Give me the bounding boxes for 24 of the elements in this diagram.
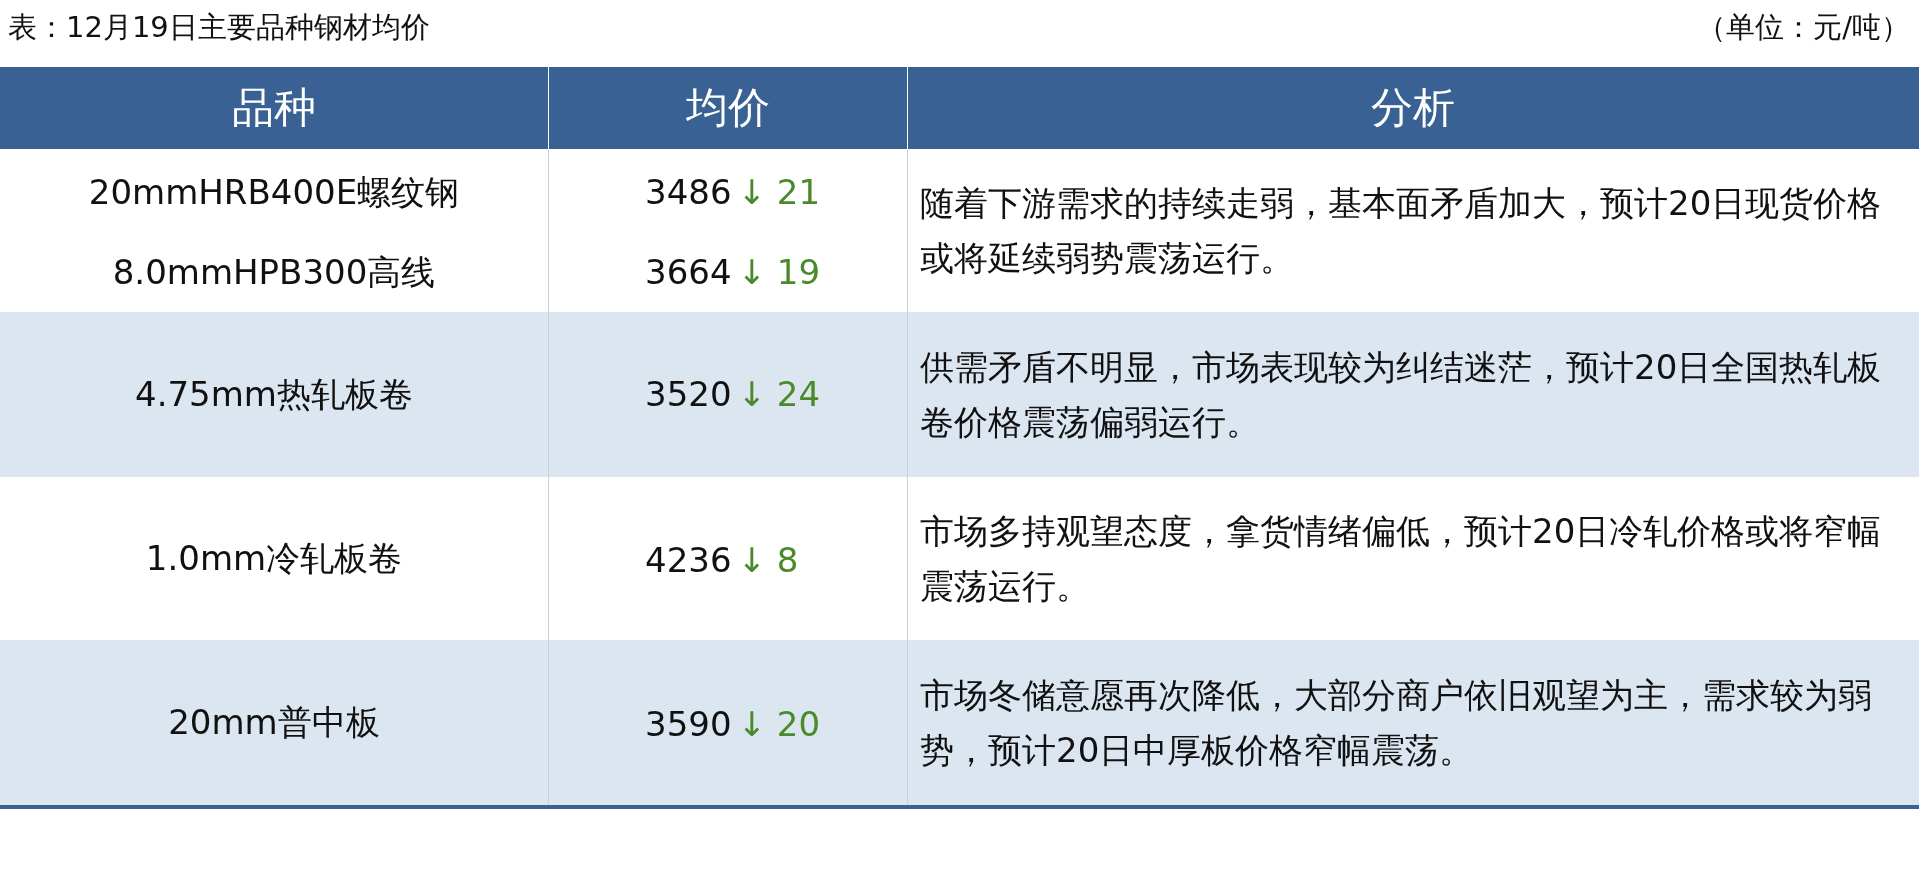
price-value: 3590 [645, 704, 732, 744]
price-change: ↓ 19 [737, 252, 821, 292]
product-name: 1.0mm冷轧板卷 [145, 536, 403, 580]
product-name: 8.0mmHPB300高线 [112, 250, 436, 294]
product-name: 20mmHRB400E螺纹钢 [88, 170, 460, 214]
analysis-text: 随着下游需求的持续走弱，基本面矛盾加大，预计20日现货价格或将延续弱势震荡运行。 [920, 182, 1883, 280]
product-name: 4.75mm热轧板卷 [135, 372, 413, 416]
price-value: 4236 [645, 540, 732, 580]
price-change: ↓ 21 [737, 172, 821, 212]
price-value: 3486 [645, 172, 732, 212]
price-change: ↓ 8 [737, 540, 799, 580]
unit-note: （单位：元/吨） [1697, 9, 1910, 46]
column-header: 均价 [685, 82, 770, 134]
analysis-text: 市场多持观望态度，拿货情绪偏低，预计20日冷轧价格或将窄幅震荡运行。 [920, 510, 1883, 608]
analysis-text: 市场冬储意愿再次降低，大部分商户依旧观望为主，需求较为弱势，预计20日中厚板价格窄幅震荡。 [920, 674, 1873, 772]
price-value: 3520 [645, 374, 732, 414]
price-value: 3664 [645, 252, 732, 292]
price-change: ↓ 20 [737, 704, 821, 744]
analysis-text: 供需矛盾不明显，市场表现较为纠结迷茫，预计20日全国热轧板卷价格震荡偏弱运行。 [920, 346, 1883, 444]
column-header: 分析 [1371, 82, 1455, 134]
column-header: 品种 [232, 82, 316, 134]
product-name: 20mm普中板 [168, 700, 380, 744]
price-change: ↓ 24 [737, 374, 821, 414]
table-title: 表：12月19日主要品种钢材均价 [8, 9, 430, 46]
